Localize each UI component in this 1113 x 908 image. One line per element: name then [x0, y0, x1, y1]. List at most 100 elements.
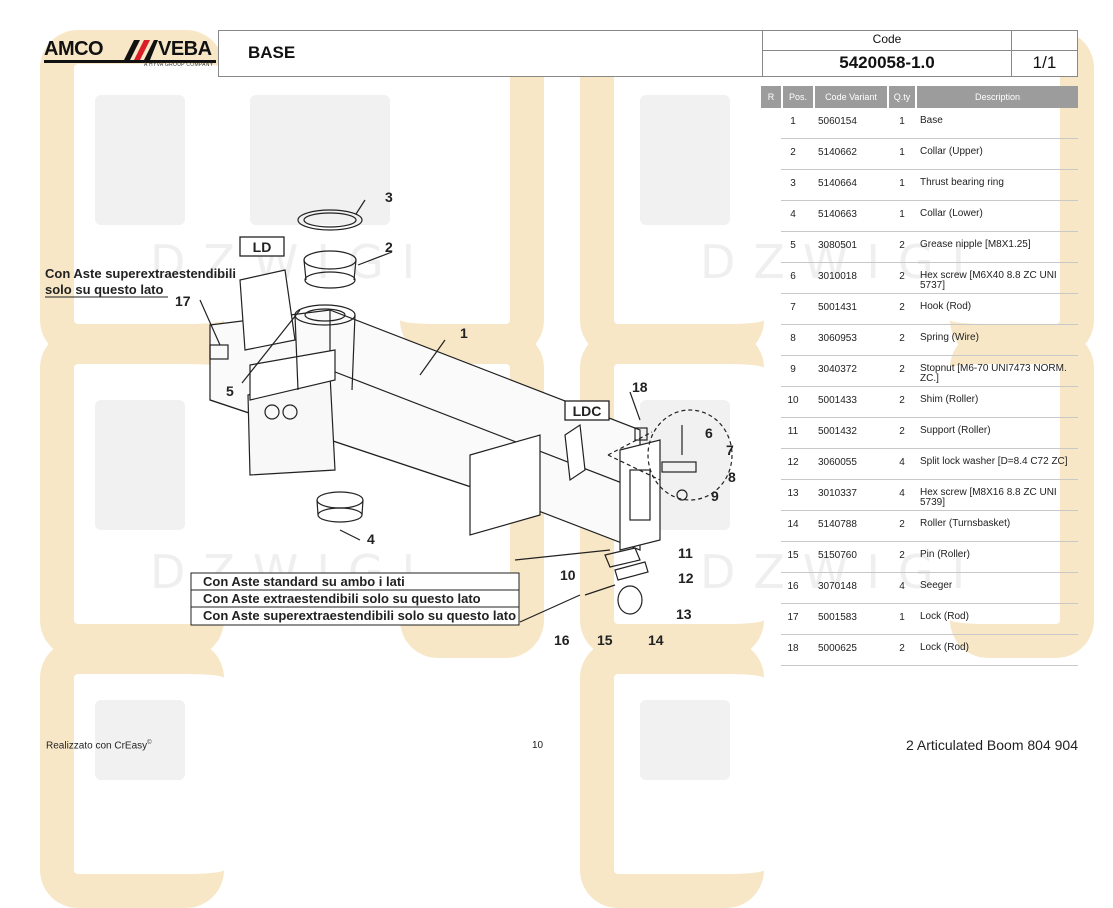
cell-desc: Base [920, 115, 943, 126]
cell-qty: 4 [899, 581, 905, 592]
cell-qty: 2 [899, 333, 905, 344]
cell-qty: 1 [899, 147, 905, 158]
cell-code: 5140663 [818, 209, 857, 220]
cell-desc: Thrust bearing ring [920, 177, 1004, 188]
code-box: Code 5420058-1.0 [762, 30, 1012, 77]
cell-desc: Lock (Rod) [920, 611, 969, 622]
legend-line-3: Con Aste superextraestendibili solo su q… [203, 608, 516, 623]
cell-qty: 1 [899, 116, 905, 127]
brand-name-2: VEBA [158, 38, 212, 60]
callout: 2 [385, 239, 393, 255]
cell-code: 3060055 [818, 457, 857, 468]
cell-pos: 13 [787, 488, 799, 499]
cell-pos: 5 [790, 240, 796, 251]
cell-qty: 4 [899, 457, 905, 468]
cell-pos: 17 [787, 612, 799, 623]
table-row: 1 5060154 1 Base [761, 108, 1078, 139]
page-title: BASE [248, 43, 296, 62]
cell-desc: Shim (Roller) [920, 394, 979, 405]
cell-desc: Collar (Upper) [920, 146, 983, 157]
cell-pos: 2 [790, 147, 796, 158]
legend-box: Con Aste standard su ambo i lati Con Ast… [190, 572, 520, 626]
cell-pos: 12 [787, 457, 799, 468]
cell-qty: 1 [899, 612, 905, 623]
callout: 15 [597, 632, 613, 648]
ld-tag: LD [253, 239, 272, 255]
cell-qty: 1 [899, 178, 905, 189]
cell-pos: 14 [787, 519, 799, 530]
ldc-tag: LDC [573, 403, 602, 419]
cell-desc: Pin (Roller) [920, 549, 971, 560]
callout: 8 [728, 469, 736, 485]
cell-code: 5140788 [818, 519, 857, 530]
cell-desc: Hex screw [M6X40 8.8 ZC UNI 5737] [920, 270, 1057, 291]
cell-pos: 18 [787, 643, 799, 654]
cell-code: 5000625 [818, 643, 857, 654]
callout: 11 [678, 545, 693, 561]
callout: 16 [554, 632, 570, 648]
footer-credit: Realizzato con CrEasy© [46, 740, 152, 752]
cell-code: 5001432 [818, 426, 857, 437]
cell-qty: 2 [899, 364, 905, 375]
callout: 17 [175, 293, 191, 309]
cell-code: 5140664 [818, 178, 857, 189]
col-pos: Pos. [783, 86, 813, 108]
col-r: R [761, 86, 781, 108]
callout: 1 [460, 325, 468, 341]
cell-qty: 4 [899, 488, 905, 499]
callout: 3 [385, 189, 393, 205]
cell-desc: Hook (Rod) [920, 301, 972, 312]
cell-desc: Support (Roller) [920, 425, 991, 436]
cell-desc: Lock (Rod) [920, 642, 969, 653]
callout: 10 [560, 567, 576, 583]
cell-desc: Split lock washer [D=8.4 C72 ZC] [920, 456, 1068, 467]
callout: 12 [678, 570, 694, 586]
footer-title: 2 Articulated Boom 804 904 [905, 737, 1078, 753]
cell-pos: 6 [790, 271, 796, 282]
cell-code: 3070148 [818, 581, 857, 592]
cell-pos: 7 [790, 302, 796, 313]
cell-desc: Spring (Wire) [920, 332, 979, 343]
cell-code: 5001431 [818, 302, 857, 313]
cell-desc: Seeger [920, 580, 953, 591]
table-header: R Pos. Code Variant Q.ty Description [761, 86, 1078, 108]
callout: 14 [648, 632, 664, 648]
exploded-drawing: LD LDC Con Aste superextraestendibili so… [45, 189, 736, 648]
cell-qty: 2 [899, 426, 905, 437]
table-row: 17 5001583 1 Lock (Rod) [761, 604, 1078, 635]
callout: 4 [367, 531, 375, 547]
brand-subtitle: A HYVA GROUP COMPANY [144, 62, 214, 68]
parts-table: R Pos. Code Variant Q.ty Description 1 50… [761, 86, 1078, 666]
cell-code: 3060953 [818, 333, 857, 344]
cell-code: 3040372 [818, 364, 857, 375]
col-description: Description [917, 86, 1078, 108]
code-value: 5420058-1.0 [839, 53, 935, 72]
title-box: BASE [218, 30, 763, 77]
code-label: Code [872, 32, 902, 46]
cell-code: 5150760 [818, 550, 857, 561]
cell-pos: 4 [790, 209, 796, 220]
table-row: 12 3060055 4 Split lock washer [D=8.4 C72 Z… [761, 449, 1078, 480]
callout: 5 [226, 383, 234, 399]
cell-code: 5001433 [818, 395, 857, 406]
cell-code: 5001583 [818, 612, 857, 623]
cell-pos: 1 [790, 116, 796, 127]
cell-pos: 15 [787, 550, 799, 561]
cell-code: 5060154 [818, 116, 857, 127]
cell-desc: Hex screw [M8X16 8.8 ZC UNI 5739] [920, 487, 1057, 508]
col-qty: Q.ty [889, 86, 915, 108]
col-code: Code Variant [815, 86, 887, 108]
note-line-1: Con Aste superextraestendibili [45, 266, 236, 281]
callout: 6 [705, 425, 713, 441]
cell-pos: 10 [787, 395, 799, 406]
cell-code: 3010018 [818, 271, 857, 282]
